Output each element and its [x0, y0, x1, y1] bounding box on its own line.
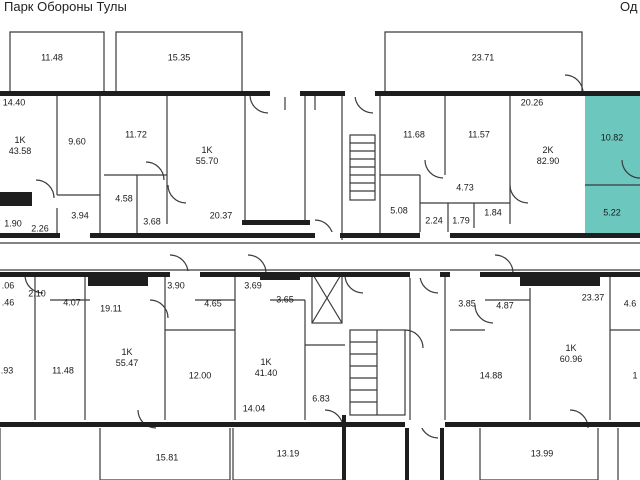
room-area-label: 13.99 — [530, 448, 554, 459]
room-area-label: 4.73 — [456, 182, 474, 193]
room-area-label: 1 — [632, 370, 638, 381]
room-area-label: 10.82 — [600, 132, 624, 143]
apartment-area: 55.47 — [115, 358, 139, 368]
room-area-label: 20.37 — [209, 210, 233, 221]
room-area-label: 15.35 — [167, 52, 191, 63]
apartment-area: 41.40 — [254, 368, 278, 378]
apartment-type: 2K — [542, 145, 554, 155]
room-area-label: 23.37 — [581, 292, 605, 303]
room-area-label: 4.6 — [623, 298, 637, 309]
room-area-label: 1.84 — [484, 207, 502, 218]
apartment-type: 1K — [201, 145, 213, 155]
room-area-label: 13.19 — [276, 448, 300, 459]
room-area-label: 2.10 — [28, 288, 46, 299]
apartment-tag[interactable]: 1K 43.58 — [9, 135, 32, 157]
room-area-label: 4.58 — [115, 193, 133, 204]
room-area-label: 3.65 — [276, 294, 294, 305]
room-area-label: 4.87 — [496, 300, 514, 311]
room-area-label: 15.81 — [155, 452, 179, 463]
apartment-area: 60.96 — [559, 354, 583, 364]
room-area-label: 5.08 — [390, 205, 408, 216]
room-area-label: 14.04 — [242, 403, 266, 414]
room-area-label: 20.26 — [520, 97, 544, 108]
room-area-label: 5.22 — [603, 207, 621, 218]
apartment-tag[interactable]: 1K 60.96 — [560, 343, 583, 365]
room-area-label: 11.48 — [41, 52, 63, 63]
room-area-label: 14.88 — [479, 370, 503, 381]
room-area-label: 19.11 — [100, 303, 122, 314]
apartment-tag[interactable]: 1K 41.40 — [255, 357, 278, 379]
room-area-label: 2.26 — [31, 223, 49, 234]
apartment-tag[interactable]: 1K 55.47 — [116, 347, 139, 369]
room-area-label: 3.90 — [167, 280, 185, 291]
room-area-label: .06 — [1, 280, 15, 291]
apartment-tag[interactable]: 1K 55.70 — [196, 145, 219, 167]
room-area-label: 14.40 — [2, 97, 26, 108]
room-area-label: 1.90 — [4, 218, 22, 229]
apartment-type: 1K — [565, 343, 577, 353]
room-area-label: 11.68 — [403, 129, 425, 140]
room-area-label: 12.00 — [188, 370, 212, 381]
room-area-label: 3.94 — [71, 210, 89, 221]
apartment-type: 1K — [121, 347, 133, 357]
room-area-label: .46 — [1, 297, 15, 308]
apartment-type: 1K — [260, 357, 272, 367]
street-label-right: Од — [620, 0, 638, 14]
apartment-area: 82.90 — [536, 156, 560, 166]
highlighted-apartment[interactable] — [585, 93, 640, 234]
room-area-label: 3.69 — [244, 280, 262, 291]
room-area-label: 9.60 — [68, 136, 86, 147]
apartment-type: 1K — [14, 135, 26, 145]
room-area-label: .93 — [0, 365, 14, 376]
room-area-label: 1.79 — [452, 215, 470, 226]
room-area-label: 6.83 — [312, 393, 330, 404]
apartment-area: 55.70 — [195, 156, 219, 166]
room-area-label: 4.65 — [204, 298, 222, 309]
room-area-label: 2.24 — [425, 215, 443, 226]
room-area-label: 23.71 — [471, 52, 495, 63]
room-area-label: 3.68 — [143, 216, 161, 227]
apartment-area: 43.58 — [8, 146, 32, 156]
street-label-left: Парк Обороны Тулы — [4, 0, 127, 14]
room-area-label: 11.48 — [52, 365, 74, 376]
room-area-label: 11.72 — [125, 129, 147, 140]
room-area-label: 4.07 — [63, 297, 81, 308]
room-area-label: 11.57 — [468, 129, 490, 140]
apartment-tag[interactable]: 2K 82.90 — [537, 145, 560, 167]
room-area-label: 3.85 — [458, 298, 476, 309]
